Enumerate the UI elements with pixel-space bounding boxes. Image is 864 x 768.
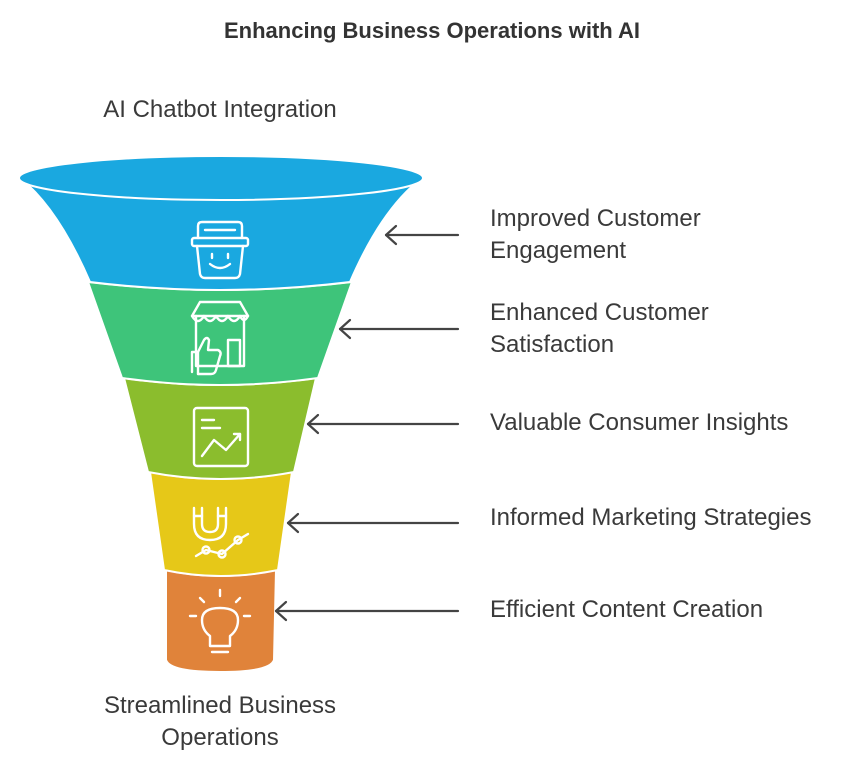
funnel-stage-1 [17, 177, 425, 291]
stage-label-informed-marketing-strategies: Informed Marketing Strategies [490, 502, 862, 534]
diagram-title: Enhancing Business Operations with AI [223, 18, 641, 43]
smiling-basket-icon [190, 220, 250, 280]
stage-label-line: Satisfaction [490, 331, 615, 358]
funnel-stage-5 [165, 568, 278, 674]
funnel-stage-4 [148, 470, 294, 577]
arrow-stage-5 [274, 600, 460, 622]
stage-label-valuable-consumer-insights: Valuable Consumer Insights [490, 407, 862, 439]
stage-label-efficient-content-creation: Efficient Content Creation [490, 594, 862, 626]
arrow-stage-4 [286, 512, 460, 534]
stage-label-line: Improved Customer [490, 205, 701, 232]
stage-label-enhanced-customer-satisfaction: Enhanced Customer Satisfaction [490, 297, 862, 361]
funnel-stage-2 [86, 280, 354, 386]
arrow-stage-3 [306, 413, 460, 435]
arrow-stage-1 [384, 224, 460, 246]
arrow-stage-2 [338, 318, 460, 340]
stage-label-line: Engagement [490, 237, 627, 264]
magnet-trend-icon [192, 506, 250, 559]
stage-label-line: Enhanced Customer [490, 299, 709, 326]
funnel-output-label-line1: Streamlined Business [103, 692, 337, 719]
stage-label-line: Valuable Consumer Insights [490, 409, 789, 436]
store-thumbs-up-icon [190, 300, 250, 376]
stage-label-line: Informed Marketing Strategies [490, 504, 812, 531]
stage-label-line: Efficient Content Creation [490, 596, 764, 623]
funnel-output-label: Streamlined Business Operations [60, 690, 380, 754]
chart-board-icon [192, 406, 250, 468]
funnel-output-label-line2: Operations [161, 724, 279, 751]
stage-label-improved-customer-engagement: Improved Customer Engagement [490, 203, 862, 267]
funnel-input-label: AI Chatbot Integration [103, 96, 337, 123]
lightbulb-icon [188, 588, 252, 654]
funnel-rim [18, 155, 424, 201]
